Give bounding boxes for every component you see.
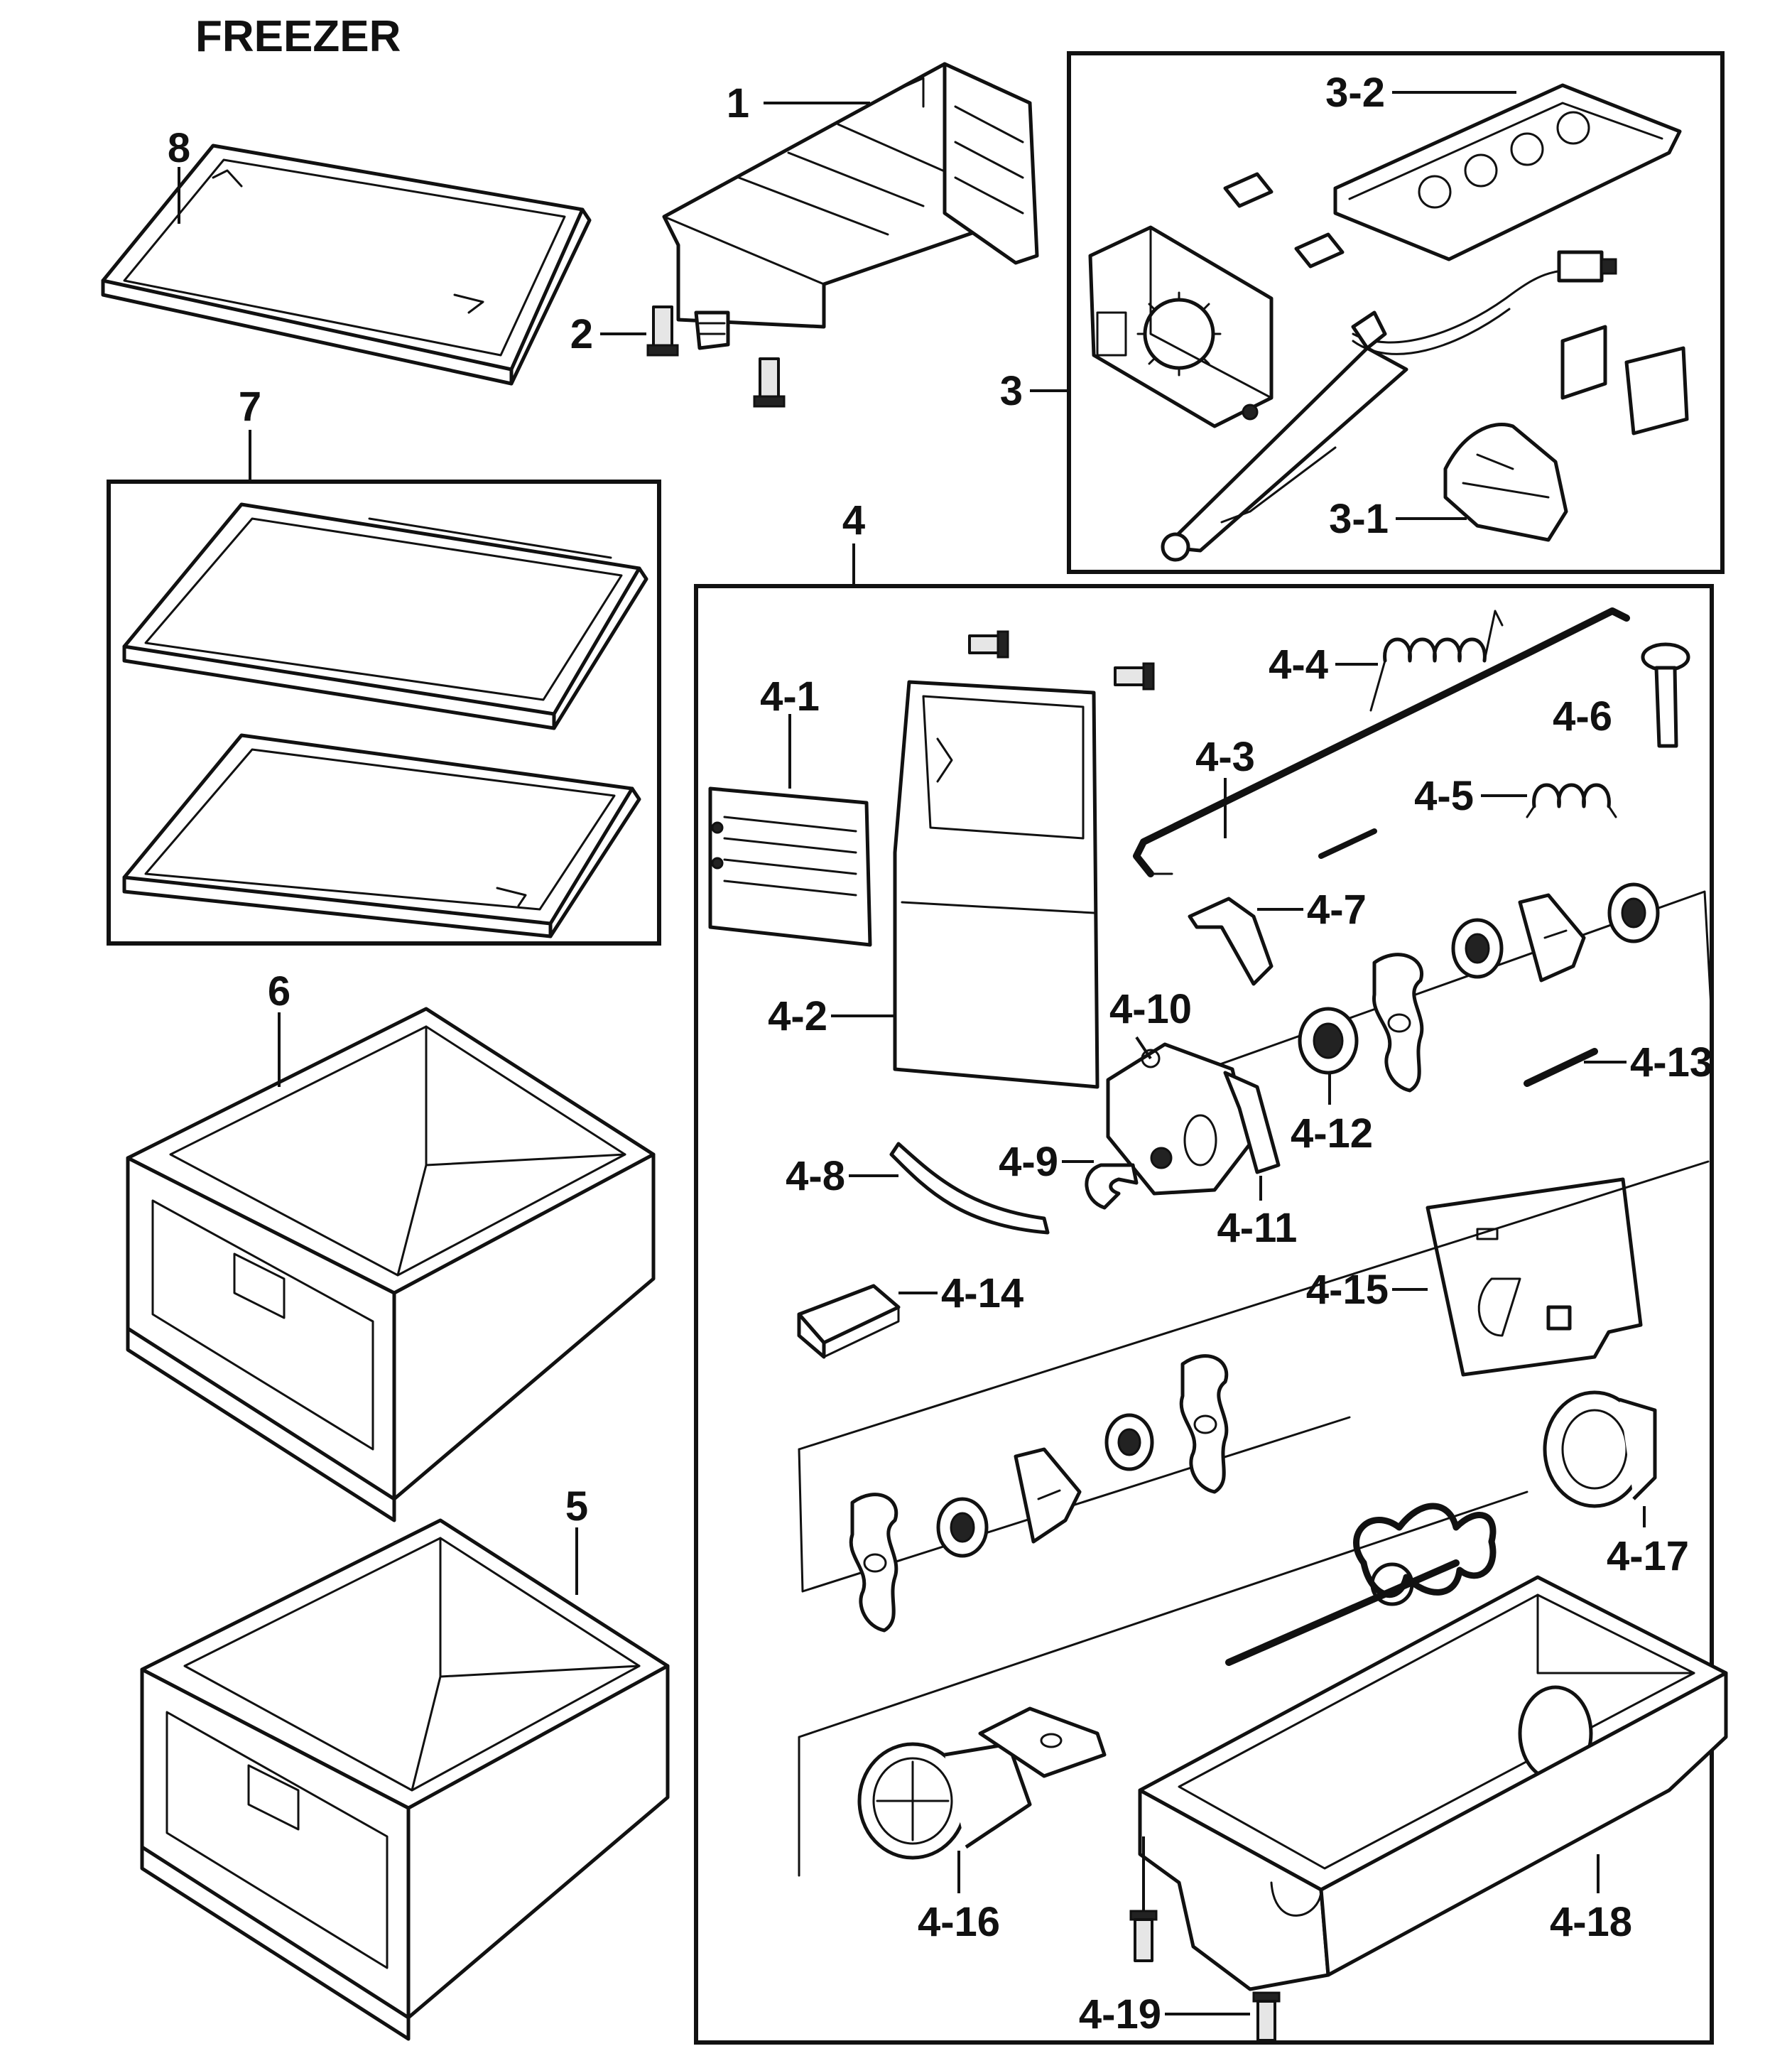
label-6: 6 bbox=[268, 968, 290, 1014]
lever-part-4-7 bbox=[1188, 897, 1274, 986]
label-4-15: 4-15 bbox=[1306, 1267, 1389, 1313]
screws-part-4-19 bbox=[1129, 1836, 1281, 2042]
label-4-17: 4-17 bbox=[1607, 1533, 1689, 1579]
label-4-10: 4-10 bbox=[1109, 986, 1192, 1032]
strip-part-4-8 bbox=[889, 1142, 1050, 1235]
shelf-part-7-lower bbox=[122, 733, 641, 938]
washer-lower-mid bbox=[1104, 1413, 1154, 1471]
shelf-part-7-upper bbox=[122, 502, 648, 730]
label-4-2: 4-2 bbox=[768, 993, 827, 1039]
ejector-arm bbox=[1161, 310, 1408, 562]
label-4-5: 4-5 bbox=[1414, 773, 1474, 819]
cam-lower-left bbox=[849, 1493, 898, 1633]
label-5: 5 bbox=[565, 1483, 588, 1530]
label-4-6: 4-6 bbox=[1553, 693, 1612, 740]
label-3-1: 3-1 bbox=[1329, 496, 1389, 542]
spring-part-4-5 bbox=[1526, 783, 1617, 818]
label-4-18: 4-18 bbox=[1550, 1899, 1632, 1945]
label-3-2: 3-2 bbox=[1325, 70, 1385, 116]
housing-part-1 bbox=[662, 62, 1039, 329]
link-plate-upper bbox=[1518, 893, 1586, 983]
label-4: 4 bbox=[842, 497, 865, 543]
pin-part-4-6 bbox=[1641, 642, 1690, 748]
label-4-9: 4-9 bbox=[999, 1139, 1058, 1185]
retainer-bracket bbox=[1560, 325, 1689, 435]
clip-part-4-14 bbox=[797, 1284, 901, 1359]
clip-part-4-9 bbox=[1085, 1163, 1139, 1210]
frame-part-4 bbox=[694, 584, 1714, 2045]
label-4-11: 4-11 bbox=[1217, 1205, 1298, 1251]
screws-part-2 bbox=[646, 305, 786, 408]
plate-part-4-15 bbox=[1426, 1177, 1643, 1377]
washer-lower-left bbox=[936, 1497, 989, 1558]
washer-upper bbox=[1451, 918, 1504, 979]
washer-upper-right bbox=[1607, 882, 1660, 943]
label-7: 7 bbox=[239, 384, 261, 430]
icemaker-control-box bbox=[1088, 225, 1274, 428]
spring-part-4-4 bbox=[1369, 610, 1504, 712]
housing-part-4-10 bbox=[1106, 1042, 1252, 1196]
frame-part-7 bbox=[107, 480, 661, 946]
bracket-part-3-1 bbox=[1443, 423, 1568, 542]
leader-4-10 bbox=[1135, 1036, 1152, 1060]
rod-part-4-3 bbox=[1133, 607, 1630, 877]
label-4-8: 4-8 bbox=[786, 1153, 845, 1199]
diagram-title: FREEZER bbox=[195, 12, 401, 61]
grille-part-4-1 bbox=[708, 786, 872, 947]
screws-4-2 bbox=[968, 630, 1155, 691]
auger-spiral bbox=[1225, 1503, 1497, 1666]
label-8: 8 bbox=[168, 125, 190, 171]
label-4-7: 4-7 bbox=[1307, 887, 1367, 933]
frame-part-3 bbox=[1067, 51, 1725, 574]
label-3: 3 bbox=[1000, 368, 1023, 414]
bucket-part-4-18 bbox=[1138, 1575, 1728, 1991]
coupler-part-4-16 bbox=[857, 1706, 1107, 1860]
label-4-16: 4-16 bbox=[918, 1899, 1000, 1945]
link-plate-lower bbox=[1014, 1447, 1082, 1544]
label-4-13: 4-13 bbox=[1630, 1039, 1712, 1086]
detail-outline-lower bbox=[798, 1490, 1528, 1877]
shelf-part-8 bbox=[101, 144, 592, 386]
label-4-12: 4-12 bbox=[1291, 1110, 1373, 1157]
ice-tray-part-3-2 bbox=[1333, 83, 1682, 261]
bracket-part-4-11 bbox=[1223, 1071, 1281, 1174]
label-4-14: 4-14 bbox=[941, 1270, 1023, 1316]
label-4-3: 4-3 bbox=[1195, 734, 1255, 780]
label-1: 1 bbox=[727, 80, 749, 126]
bin-part-5 bbox=[140, 1518, 670, 2041]
rod-part-4-13 bbox=[1524, 1048, 1598, 1087]
bearing-part-4-12 bbox=[1298, 1007, 1359, 1075]
cam-upper bbox=[1372, 953, 1424, 1093]
bin-part-6 bbox=[126, 1007, 656, 1522]
ring-part-4-17 bbox=[1543, 1390, 1657, 1508]
label-4-4: 4-4 bbox=[1269, 642, 1328, 688]
icemaker-clips bbox=[1223, 172, 1345, 269]
label-2: 2 bbox=[570, 311, 593, 357]
detail-outline-middle-top bbox=[798, 1160, 1710, 1451]
cam-lower-right bbox=[1179, 1354, 1229, 1494]
label-4-19: 4-19 bbox=[1079, 1991, 1161, 2038]
cover-part-4-2 bbox=[893, 680, 1099, 1089]
label-4-1: 4-1 bbox=[760, 673, 820, 720]
